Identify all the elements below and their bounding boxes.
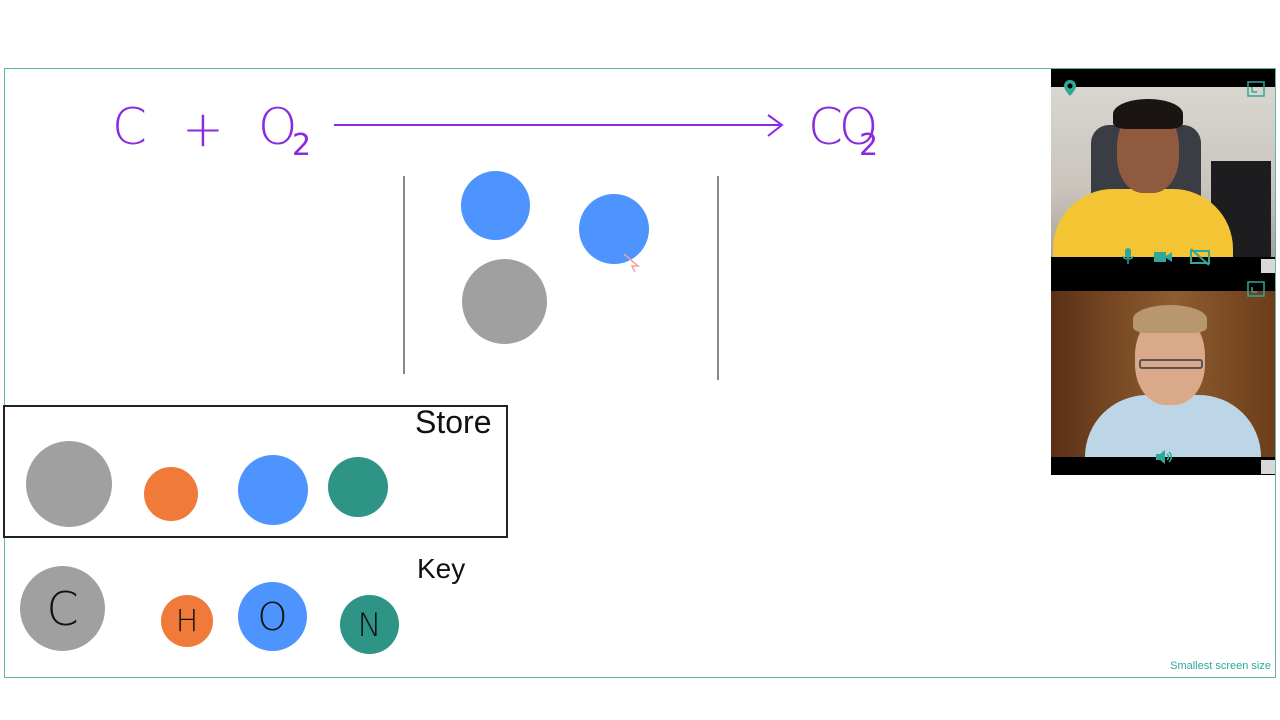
equation-reactant-c: C [112, 98, 147, 156]
equation-reactant-o: O [258, 98, 298, 156]
carbon-atom[interactable] [462, 259, 547, 344]
reaction-arrow [334, 114, 784, 137]
microphone-icon[interactable] [1121, 247, 1135, 269]
key-nitrogen-atom: N [340, 595, 399, 654]
screen-size-note: Smallest screen size [1170, 660, 1271, 672]
equation-plus: + [182, 100, 224, 158]
video-tile-participant-2[interactable] [1051, 277, 1275, 475]
participant-2-controls-top [1051, 277, 1275, 291]
equation-product-subscript: 2 [859, 128, 879, 163]
store-box [3, 405, 508, 538]
participant-1-hair [1113, 99, 1183, 129]
fullscreen-icon[interactable] [1247, 81, 1265, 101]
participant-2-glasses [1139, 359, 1203, 369]
store-hydrogen-atom[interactable] [144, 467, 198, 521]
participant-2-hair [1133, 305, 1207, 333]
key-carbon-atom: C [20, 566, 105, 651]
video-scroll-marker [1261, 460, 1275, 474]
participant-2-controls-bar [1051, 457, 1275, 475]
key-hydrogen-letter: H [175, 603, 199, 639]
speaker-icon[interactable] [1154, 449, 1174, 469]
chamber-left-wall [403, 176, 405, 374]
key-hydrogen-atom: H [161, 595, 213, 647]
participant-1-body [1053, 189, 1233, 257]
equation-product: CO [808, 98, 878, 156]
chamber-right-wall [717, 176, 719, 380]
store-nitrogen-atom[interactable] [328, 457, 388, 517]
store-oxygen-atom[interactable] [238, 455, 308, 525]
key-oxygen-letter: O [257, 594, 288, 639]
fullscreen-icon[interactable] [1247, 281, 1265, 301]
equation-reactant-o-subscript: 2 [292, 128, 312, 163]
key-oxygen-atom: O [238, 582, 307, 651]
key-nitrogen-letter: N [357, 605, 382, 644]
store-label: Store [415, 404, 492, 440]
key-carbon-letter: C [46, 581, 79, 636]
participant-2-body [1085, 395, 1261, 457]
whiteboard-canvas[interactable] [4, 68, 1276, 678]
screen-share-off-icon[interactable] [1189, 248, 1211, 270]
video-tile-participant-1[interactable] [1051, 69, 1275, 287]
key-label: Key [417, 553, 466, 584]
pin-icon[interactable] [1063, 79, 1077, 101]
store-carbon-atom[interactable] [26, 441, 112, 527]
camera-icon[interactable] [1153, 250, 1173, 268]
oxygen-atom[interactable] [579, 194, 649, 264]
pointer-cursor-icon [623, 253, 641, 273]
video-scroll-marker [1261, 259, 1275, 273]
oxygen-atom[interactable] [461, 171, 530, 240]
